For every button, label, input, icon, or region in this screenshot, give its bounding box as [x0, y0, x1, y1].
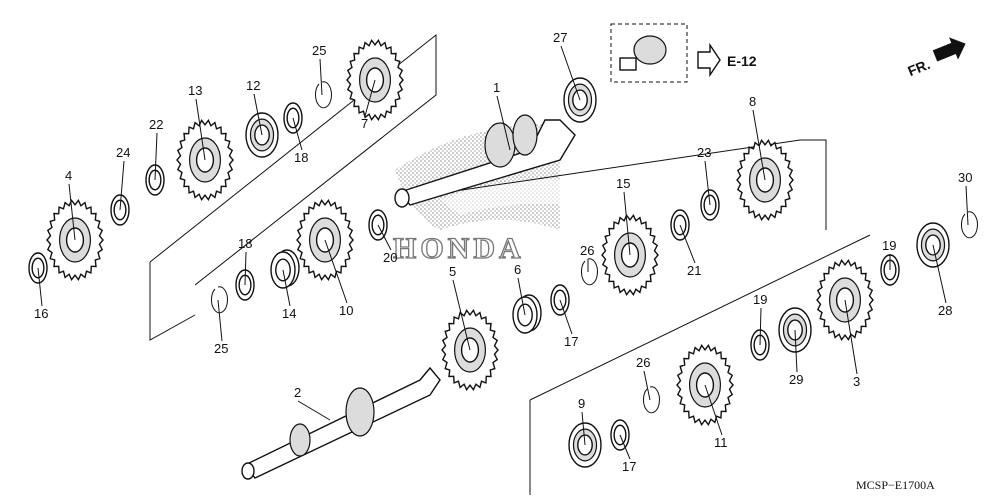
front-direction-arrow: [932, 37, 966, 62]
mainshaft: [394, 114, 576, 208]
leader-line: [794, 329, 798, 373]
leader-line: [452, 279, 471, 351]
leader-line: [292, 117, 303, 151]
reference-label: E-12: [727, 53, 757, 69]
callout-p19b: 19: [753, 292, 767, 307]
callout-p15: 15: [616, 176, 630, 191]
callout-p16: 16: [34, 306, 48, 321]
callout-p23: 23: [697, 145, 711, 160]
front-direction-label: FR.: [905, 56, 932, 79]
leader-line: [282, 269, 291, 307]
leader-line: [217, 299, 223, 342]
leader-line: [704, 384, 723, 436]
callout-p3: 3: [853, 374, 860, 389]
callout-p6: 6: [514, 262, 521, 277]
leader-line: [517, 277, 526, 316]
callout-p7: 7: [361, 116, 368, 131]
callout-p25b: 25: [214, 341, 228, 356]
callout-p2: 2: [294, 385, 301, 400]
callout-p26: 26: [580, 243, 594, 258]
countershaft: [241, 366, 441, 480]
leader-line: [297, 400, 331, 421]
callout-p13: 13: [188, 83, 202, 98]
watermark-text: HONDA: [393, 232, 525, 265]
callout-p28: 28: [938, 303, 952, 318]
part-p25b: [210, 286, 228, 314]
callout-p9: 9: [578, 396, 585, 411]
reference-arrow: [697, 42, 721, 78]
leader-line: [154, 132, 158, 181]
part-p26: [580, 258, 598, 286]
leader-line: [244, 251, 247, 286]
leader-line: [37, 267, 43, 307]
leader-line: [496, 95, 511, 151]
leader-line: [559, 299, 573, 335]
diagram-code: MCSP−E1700A: [856, 478, 935, 492]
part-p25: [314, 81, 332, 109]
leader-line: [253, 93, 263, 136]
leader-line: [759, 307, 762, 346]
output-part-box: [610, 23, 688, 83]
callout-p5: 5: [449, 264, 456, 279]
leader-line: [195, 98, 206, 161]
callout-p14: 14: [282, 306, 296, 321]
callout-p21: 21: [687, 263, 701, 278]
callout-p25: 25: [312, 43, 326, 58]
leader-line: [932, 244, 947, 304]
callout-p24: 24: [116, 145, 130, 160]
leader-line: [324, 239, 348, 304]
callout-p22: 22: [149, 117, 163, 132]
bracket-lines: [149, 33, 871, 495]
part-p30: [960, 211, 978, 239]
leader-line: [364, 79, 376, 117]
leader-line: [119, 160, 125, 211]
callout-p18: 18: [294, 150, 308, 165]
callout-p8: 8: [749, 94, 756, 109]
callout-p12: 12: [246, 78, 260, 93]
callout-p17: 17: [564, 334, 578, 349]
callout-p26b: 26: [636, 355, 650, 370]
leader-line: [844, 299, 858, 375]
leader-line: [581, 411, 586, 446]
callout-p4: 4: [65, 168, 72, 183]
callout-p18b: 18: [238, 236, 252, 251]
callout-p30: 30: [958, 170, 972, 185]
callout-p10: 10: [339, 303, 353, 318]
part-p26b: [642, 386, 660, 414]
callout-p17b: 17: [622, 459, 636, 474]
leader-line: [68, 183, 76, 241]
callout-p19: 19: [882, 238, 896, 253]
callout-p11: 11: [714, 435, 728, 450]
leader-line: [965, 185, 969, 226]
leader-line: [679, 224, 696, 264]
leader-line: [623, 191, 631, 256]
callout-p1: 1: [493, 80, 500, 95]
callout-p29: 29: [789, 372, 803, 387]
leader-line: [619, 434, 631, 460]
callout-p20: 20: [383, 250, 397, 265]
leader-line: [377, 224, 392, 251]
leader-line: [643, 370, 651, 401]
leader-line: [560, 45, 581, 101]
leader-line: [319, 58, 323, 96]
leader-line: [704, 160, 711, 206]
callout-p27: 27: [553, 30, 567, 45]
part-p6: [512, 294, 542, 334]
leader-line: [752, 109, 766, 181]
